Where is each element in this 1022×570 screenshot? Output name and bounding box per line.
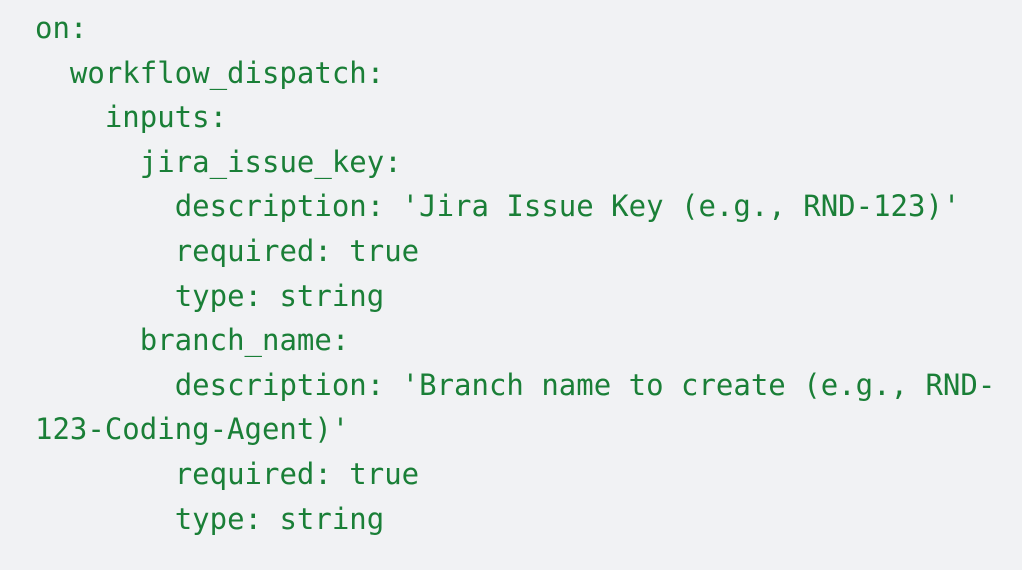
yaml-source-text[interactable]: on: workflow_dispatch: inputs: jira_issu… (35, 11, 996, 536)
